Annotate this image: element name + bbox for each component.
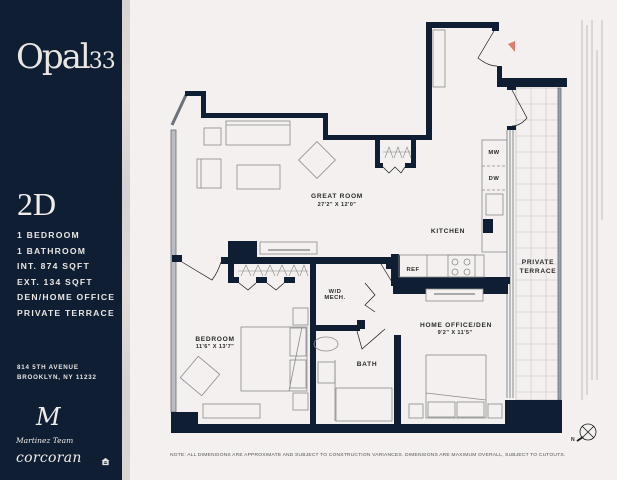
north-label: N <box>570 437 576 443</box>
microwave-label: MW <box>488 150 500 156</box>
terrace-label-line1: PRIVATE <box>521 259 555 266</box>
terrace-tiles <box>515 87 561 401</box>
unit-name: 2D <box>17 186 57 222</box>
floor-plan-drawing <box>170 22 597 442</box>
vertical-disclaimer-text <box>577 20 605 400</box>
refrigerator-label: REF <box>406 267 420 273</box>
building-logo-number: 33 <box>88 49 116 74</box>
mech-label: MECH. <box>324 295 346 301</box>
great-room-label: GREAT ROOM <box>311 193 363 200</box>
team-name: Martinez Team <box>16 436 74 445</box>
dimensions-note: NOTE: ALL DIMENSIONS ARE APPROXIMATE AND… <box>170 453 566 458</box>
sidebar: Opal33 2D 1 BEDROOM 1 BATHROOM INT. 874 … <box>0 0 122 480</box>
home-office-label: HOME OFFICE/DEN <box>420 322 493 329</box>
floor-plan <box>130 0 617 480</box>
private-terrace-label: PRIVATE TERRACE <box>518 258 558 276</box>
bath-label: BATH <box>356 361 378 368</box>
north-arrow-icon <box>576 423 597 442</box>
home-office-dims: 9'2" X 11'5" <box>437 330 473 336</box>
kitchen-label: KITCHEN <box>430 228 466 235</box>
spec-den: DEN/HOME OFFICE <box>17 292 116 302</box>
equal-housing-icon <box>101 457 110 466</box>
triangle-left-icon <box>508 41 515 52</box>
spec-interior-sqft: INT. 874 SQFT <box>17 261 90 271</box>
unit-specs: 1 BEDROOM 1 BATHROOM INT. 874 SQFT EXT. … <box>17 228 115 321</box>
opal-texture-strip <box>122 0 130 480</box>
bedroom-dims: 11'6" X 13'7" <box>195 344 235 350</box>
spec-exterior-sqft: EXT. 134 SQFT <box>17 276 93 287</box>
spec-bedrooms: 1 BEDROOM <box>17 230 80 240</box>
address: 814 5TH AVENUE BROOKLYN, NY 11232 <box>17 363 97 383</box>
bedroom-label: BEDROOM <box>195 336 235 343</box>
great-room-dims: 27'2" X 12'0" <box>317 202 357 208</box>
building-logo: Opal33 <box>16 37 116 77</box>
wd-label: W/D <box>328 289 342 295</box>
dishwasher-label: DW <box>488 176 500 182</box>
building-logo-text: Opal <box>16 37 91 77</box>
spec-terrace: PRIVATE TERRACE <box>17 307 115 318</box>
address-line2: BROOKLYN, NY 11232 <box>17 374 97 381</box>
team-monogram: M <box>36 403 61 431</box>
spec-bathrooms: 1 BATHROOM <box>17 245 87 256</box>
brokerage-logo: corcoran <box>16 450 82 466</box>
terrace-label-line2: TERRACE <box>519 268 557 275</box>
walls <box>171 22 567 433</box>
wd-mech-label: W/D MECH. <box>322 289 348 301</box>
address-line1: 814 5TH AVENUE <box>17 364 79 371</box>
